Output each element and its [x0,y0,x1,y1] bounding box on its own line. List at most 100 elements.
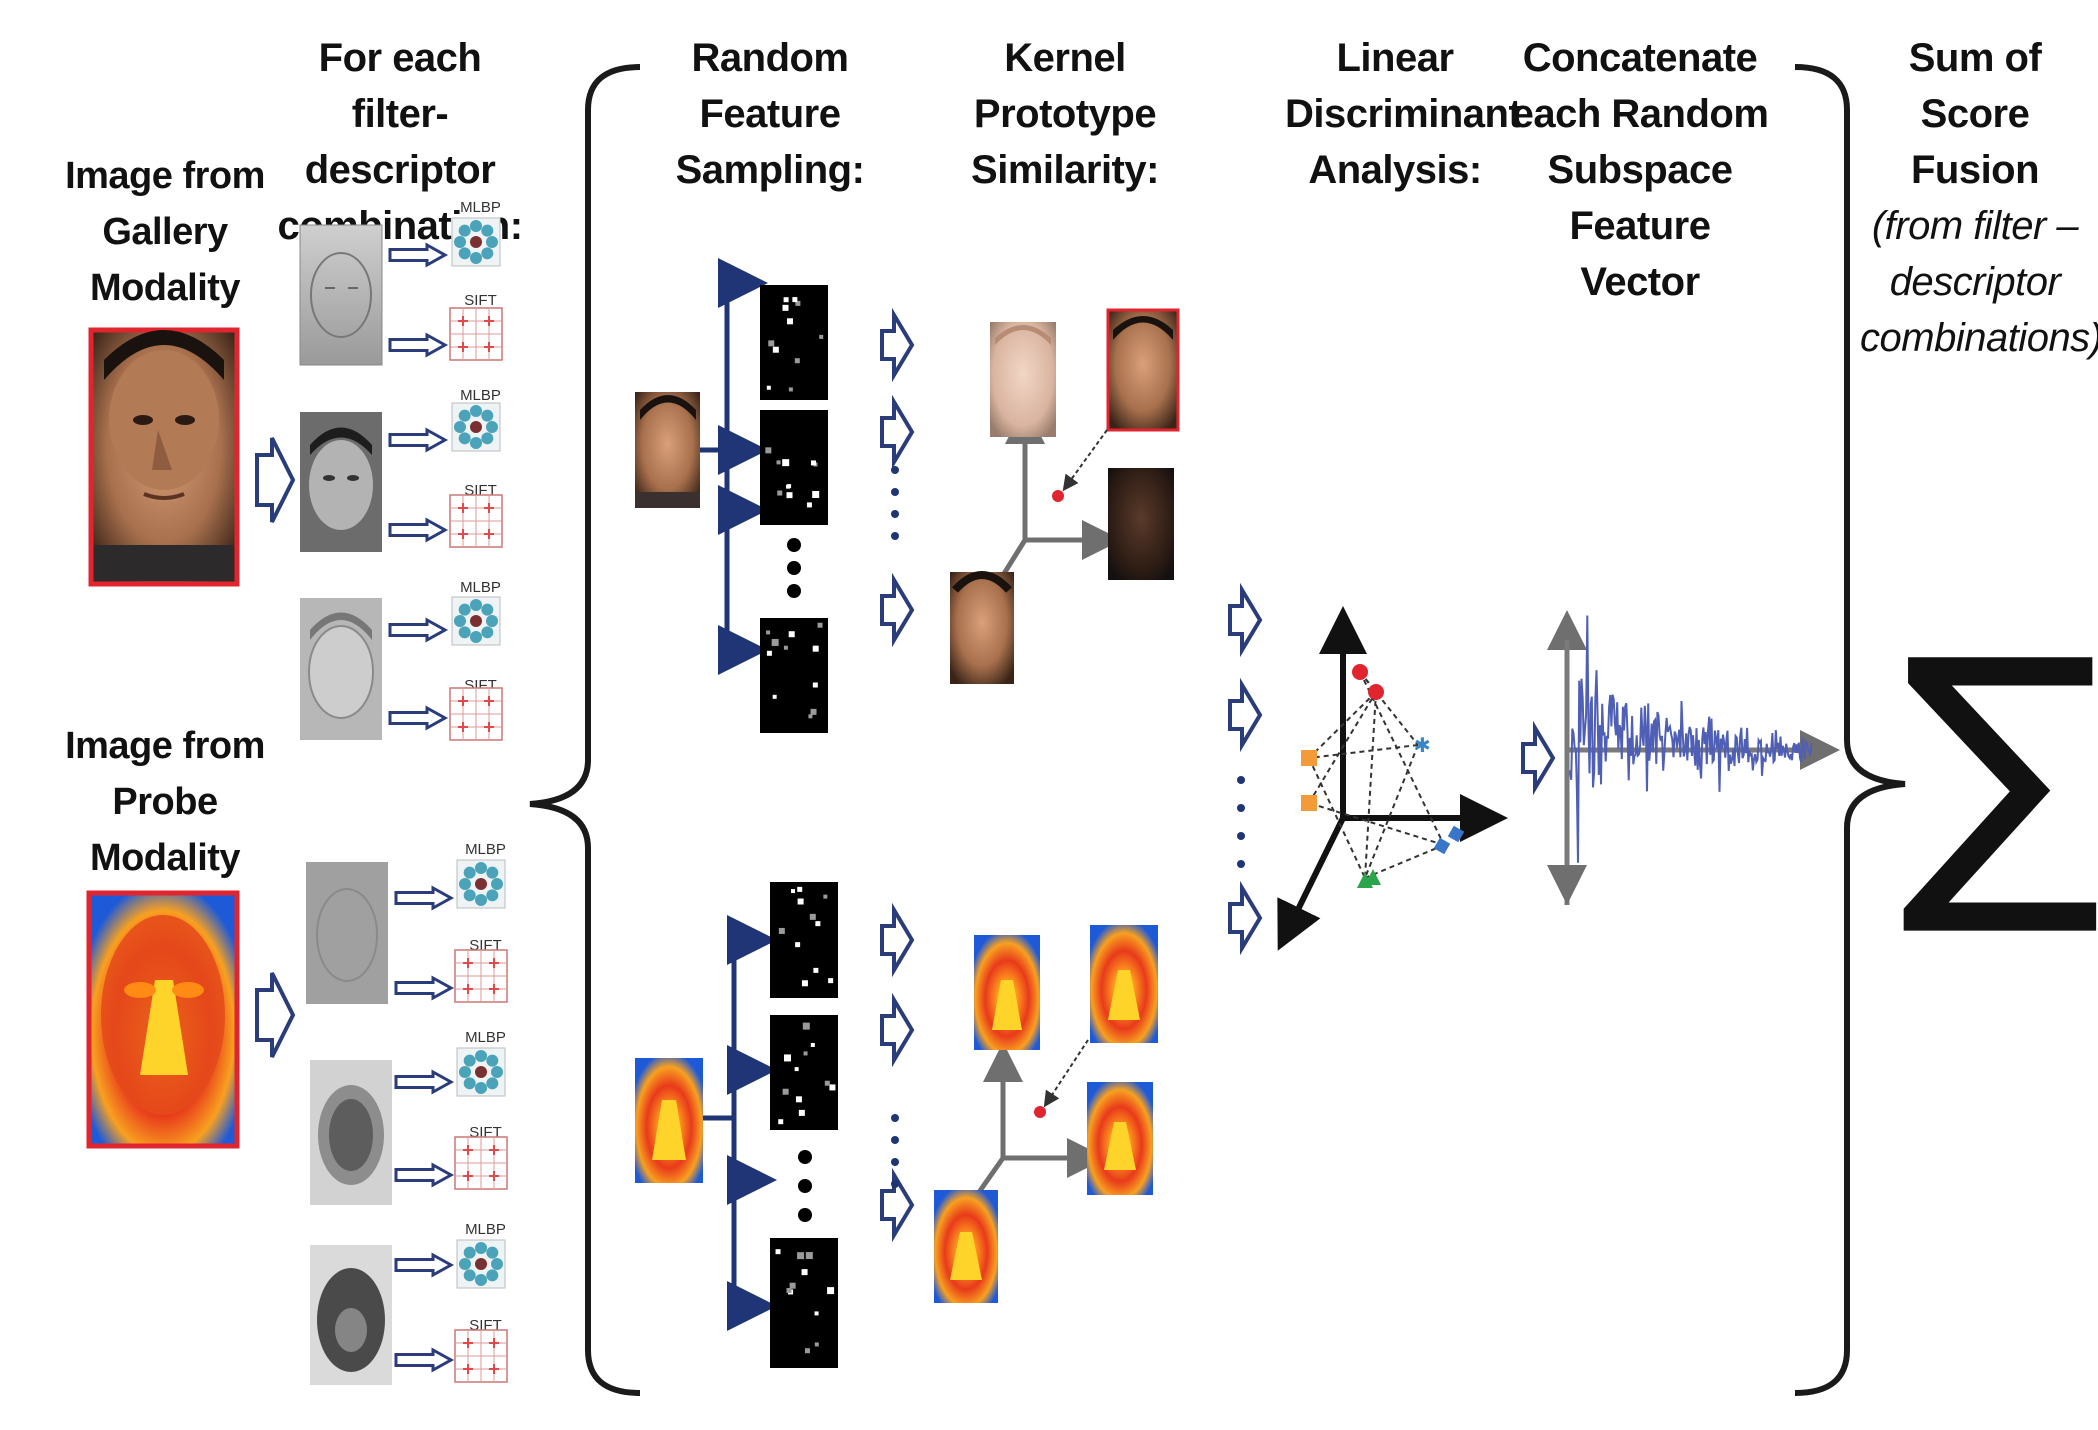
probe-thermal-image [86,890,240,1149]
header-line: Similarity: [971,148,1159,192]
outline-arrow-icon [388,332,449,358]
sift-descriptor-icon [454,1329,508,1383]
mlbp-descriptor-icon [451,217,501,267]
header-line: Analysis: [1308,148,1482,192]
header-note-line: (from filter – [1871,204,2079,248]
mlbp-label: MLBP [460,579,501,596]
gallery-filtered-image-1 [299,224,383,366]
outline-arrow-icon [255,972,296,1058]
probe-filtered-image-2 [310,1060,392,1205]
sift-descriptor-icon [454,949,508,1003]
label-line: Image from [65,155,265,197]
outline-arrow-icon [880,394,915,470]
outline-arrow-icon [1228,677,1263,753]
outline-arrow-icon [880,572,915,648]
header-line: For each filter- [318,36,482,136]
outline-arrow-icon [880,307,915,383]
header-line: Concatenate [1522,36,1758,80]
lda-axes [1277,606,1508,951]
sift-descriptor-icon [449,494,503,548]
gallery-modality-label: Image from Gallery Modality [60,148,270,316]
ellipsis-dots [891,1114,899,1188]
mlbp-label: MLBP [465,1221,506,1238]
header-line: Sampling: [675,148,865,192]
query-point [1034,1039,1089,1118]
outline-arrow-icon [394,1347,455,1373]
gallery-sampling-tree [700,258,768,675]
outline-arrow-icon [388,617,449,643]
outline-arrow-icon [1228,880,1263,956]
header-line: Fusion [1910,148,2040,192]
label-line: Probe [112,781,218,823]
outline-arrow-icon [394,1252,455,1278]
left-curly-brace [529,64,641,1396]
header-line: Sum of Score [1908,36,2042,136]
outline-arrow-icon [394,885,455,911]
sample-speckles [775,1249,835,1354]
prototype-face-1 [990,322,1056,437]
prototype-face-3 [1108,468,1174,580]
prototype-thermal-1 [974,935,1040,1050]
prototype-thermal-4 [934,1190,998,1303]
outline-arrow-icon [880,992,915,1068]
gallery-random-sample-2 [760,410,828,525]
header-line: each Random [1511,92,1769,136]
outline-arrow-icon [394,1162,455,1188]
header-line: Feature [699,92,842,136]
right-curly-brace [1794,64,1906,1396]
mlbp-label: MLBP [465,841,506,858]
probe-modality-label: Image from Probe Modality [60,718,270,886]
mlbp-label: MLBP [465,1029,506,1046]
sample-speckles [765,447,820,508]
header-kernel-prototype-similarity: Kernel Prototype Similarity: [955,30,1175,198]
query-point [1052,429,1108,502]
prototype-face-4 [950,571,1014,684]
mlbp-label: MLBP [460,387,501,404]
mlbp-descriptor-icon [456,1047,506,1097]
probe-random-sample-3 [770,1238,838,1368]
label-line: Image from [65,725,265,767]
outline-arrow-icon [388,427,449,453]
ellipsis-dots [891,466,899,540]
outline-arrow-icon [880,1167,915,1243]
mlbp-descriptor-icon [451,402,501,452]
header-line: Linear [1336,36,1454,80]
outline-arrow-icon [1228,582,1263,658]
label-line: Gallery [102,211,228,253]
header-line: descriptor [304,148,496,192]
lda-connections [1308,671,1445,879]
svg-text:✱: ✱ [1414,733,1431,757]
header-note-line: descriptor [1889,260,2061,304]
outline-arrow-icon [255,437,296,523]
outline-arrow-icon [394,975,455,1001]
header-random-feature-sampling: Random Feature Sampling: [670,30,870,198]
header-line: Prototype [973,92,1157,136]
sample-speckles [778,886,834,987]
mlbp-descriptor-icon [456,859,506,909]
header-line: Discriminant [1285,92,1522,136]
header-line: Subspace [1547,148,1733,192]
header-concatenate: Concatenate each Random Subspace Feature… [1510,30,1770,310]
probe-random-sample-1 [770,882,838,998]
outline-arrow-icon [1521,720,1556,796]
sample-speckles [766,622,823,719]
prototype-face-2 [1106,308,1180,432]
prototype-thermal-3 [1087,1082,1153,1195]
label-line: Modality [89,837,241,879]
header-line: Random [691,36,850,80]
mlbp-label: MLBP [460,199,501,216]
prototype-axes [992,404,1122,590]
sift-label: SIFT [464,292,497,309]
header-note-line: combinations) [1860,316,2098,360]
outline-arrow-icon [394,1069,455,1095]
probe-filtered-image-3 [310,1245,392,1385]
mlbp-descriptor-icon [451,596,501,646]
feature-vector-signal [1569,615,1813,863]
outline-arrow-icon [880,902,915,978]
gallery-sample-face [635,392,700,508]
ellipsis-dots [798,1150,812,1222]
sift-descriptor-icon [449,307,503,361]
probe-sample-thermal [635,1058,703,1183]
sample-speckles [778,1022,836,1125]
mlbp-descriptor-icon [456,1239,506,1289]
